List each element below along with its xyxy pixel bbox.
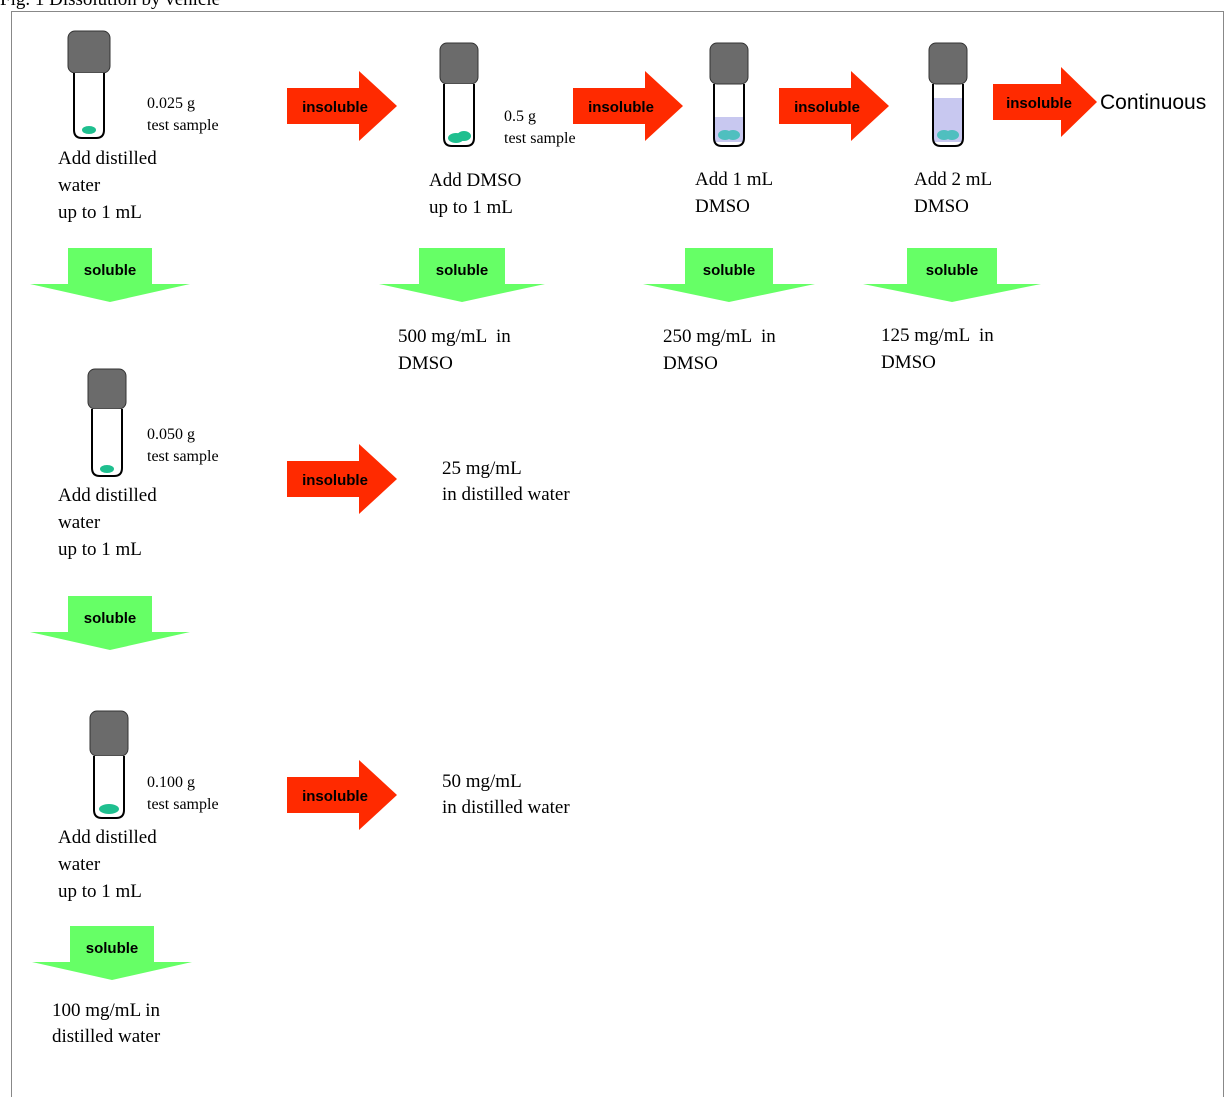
soluble-label: soluble	[84, 262, 137, 279]
vial-dmso-05	[439, 42, 479, 147]
step-action-line: Add distilled	[58, 485, 157, 506]
insoluble-label: insoluble	[302, 788, 368, 805]
result-line: 250 mg/mL in	[663, 326, 776, 347]
sample-icon	[100, 465, 114, 473]
soluble-arrow-3: soluble	[32, 926, 192, 980]
insoluble-arrow-6: insoluble	[287, 760, 397, 830]
soluble-arrow-4: soluble	[379, 248, 545, 302]
step-action-line: Add distilled	[58, 148, 157, 169]
step-action-line: up to 1 mL	[58, 539, 142, 560]
insoluble-label: insoluble	[302, 472, 368, 489]
sample-icon	[82, 126, 96, 134]
insoluble-arrow-4: insoluble	[993, 67, 1097, 137]
amount-sub-label: test sample	[147, 796, 219, 813]
soluble-label: soluble	[703, 262, 756, 279]
soluble-label: soluble	[926, 262, 979, 279]
result-line: 125 mg/mL in	[881, 325, 994, 346]
result-line: DMSO	[881, 352, 936, 373]
vial-dmso-2ml	[928, 42, 968, 147]
result-line: in distilled water	[442, 484, 570, 505]
step-action-line: up to 1 mL	[58, 881, 142, 902]
vial-dmso-1ml	[709, 42, 749, 147]
step-action-line: Add distilled	[58, 827, 157, 848]
step-action-line: up to 1 mL	[429, 197, 513, 218]
vial-water-0025	[67, 30, 111, 139]
soluble-arrow-5: soluble	[643, 248, 815, 302]
sample-icon	[99, 804, 119, 814]
vial-water-0100	[89, 710, 129, 819]
result-line: 500 mg/mL in	[398, 326, 511, 347]
soluble-label: soluble	[436, 262, 489, 279]
amount-sub-label: test sample	[147, 448, 219, 465]
figure-caption: Fig. 1 Dissolution by vehicle	[0, 0, 220, 11]
insoluble-arrow-2: insoluble	[573, 71, 683, 141]
step-action-line: Add 2 mL	[914, 169, 993, 190]
step-action-line: DMSO	[695, 196, 750, 217]
soluble-label: soluble	[84, 610, 137, 627]
result-line: DMSO	[398, 353, 453, 374]
step-action-line: water	[58, 175, 101, 196]
soluble-label: soluble	[86, 940, 139, 957]
step-action-line: water	[58, 854, 101, 875]
amount-label: 0.5 g	[504, 108, 536, 125]
amount-label: 0.050 g	[147, 426, 195, 443]
insoluble-arrow-5: insoluble	[287, 444, 397, 514]
amount-sub-label: test sample	[147, 117, 219, 134]
insoluble-label: insoluble	[302, 99, 368, 116]
step-action-line: Add 1 mL	[695, 169, 774, 190]
step-action-line: Add DMSO	[429, 170, 522, 191]
result-line: in distilled water	[442, 797, 570, 818]
insoluble-label: insoluble	[794, 99, 860, 116]
insoluble-label: insoluble	[588, 99, 654, 116]
step-action-line: water	[58, 512, 101, 533]
result-line: distilled water	[52, 1026, 161, 1047]
insoluble-label: insoluble	[1006, 95, 1072, 112]
insoluble-arrow-1: insoluble	[287, 71, 397, 141]
amount-sub-label: test sample	[504, 130, 576, 147]
step-action-line: DMSO	[914, 196, 969, 217]
soluble-arrow-2: soluble	[30, 596, 190, 650]
vial-water-0050	[87, 368, 127, 477]
result-line: 50 mg/mL	[442, 771, 522, 792]
continuous-label: Continuous	[1100, 91, 1207, 114]
step-action-line: up to 1 mL	[58, 202, 142, 223]
soluble-arrow-1: soluble	[30, 248, 190, 302]
result-line: 25 mg/mL	[442, 458, 522, 479]
soluble-arrow-6: soluble	[863, 248, 1041, 302]
amount-label: 0.100 g	[147, 774, 195, 791]
result-line: DMSO	[663, 353, 718, 374]
diagram-frame	[11, 11, 1224, 1097]
insoluble-arrow-3: insoluble	[779, 71, 889, 141]
result-line: 100 mg/mL in	[52, 1000, 161, 1021]
amount-label: 0.025 g	[147, 95, 195, 112]
